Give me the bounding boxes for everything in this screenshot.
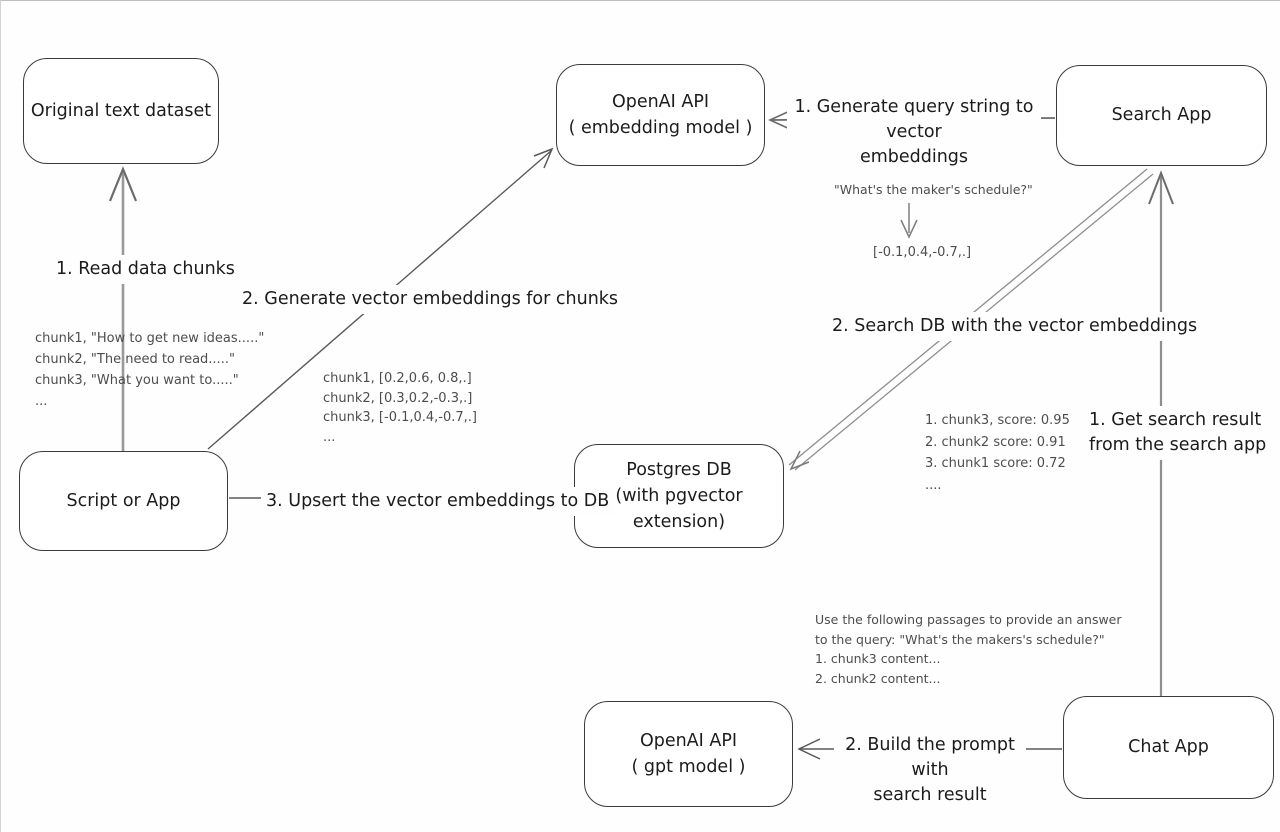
edge-label-get-search-result-line2: from the search app <box>1089 435 1267 455</box>
node-openai-gpt: OpenAI API ( gpt model ) <box>584 701 793 807</box>
edge-label-read-data-chunks: 1. Read data chunks <box>51 255 240 284</box>
node-chat-app-label: Chat App <box>1128 737 1209 758</box>
node-openai-gpt-subtitle: ( gpt model ) <box>631 757 746 777</box>
note-chunk-vectors-line1: chunk1, [0.2,0.6, 0.8,.] <box>323 371 472 386</box>
arrowhead-generate-embeddings <box>533 147 554 169</box>
note-chunk-vectors-line2: chunk2, [0.3,0.2,-0.3,.] <box>323 390 473 406</box>
edge-label-search-db: 2. Search DB with the vector embeddings <box>827 312 1203 341</box>
note-chunk-texts-line2: chunk2, "The need to read....." <box>35 352 235 367</box>
note-search-scores: 1. chunk3, score: 0.95 2. chunk2 score: … <box>925 410 1070 496</box>
arrowhead-search-db <box>789 450 810 471</box>
note-chunk-texts: chunk1, "How to get new ideas....." chun… <box>35 328 264 412</box>
node-chat-app: Chat App <box>1063 696 1274 799</box>
node-openai-embedding-title: OpenAI API <box>611 91 710 112</box>
node-postgres-db-title: Postgres DB <box>626 459 732 480</box>
edge-label-build-prompt-line1: 2. Build the prompt with <box>845 735 1015 780</box>
note-prompt-example-line4: 2. chunk2 content... <box>815 670 941 686</box>
note-prompt-example-line2: to the query: "What's the makers's sched… <box>815 631 1105 647</box>
note-chunk-texts-ellipsis: ... <box>35 394 48 409</box>
note-query-string: "What's the maker's schedule?" <box>834 182 1033 197</box>
arrowhead-query-example-down <box>900 219 918 239</box>
node-postgres-db-subtitle: (with pgvector extension) <box>615 485 743 533</box>
note-search-scores-line2: 2. chunk2 score: 0.91 <box>925 434 1066 450</box>
arrowhead-query-to-vector <box>768 109 793 131</box>
node-openai-gpt-title: OpenAI API <box>639 730 738 751</box>
edge-label-query-to-vector-line1: 1. Generate query string to vector <box>794 97 1034 142</box>
note-prompt-example-line3: 1. chunk3 content... <box>815 651 941 666</box>
edge-label-upsert: 3. Upsert the vector embeddings to DB <box>261 487 615 516</box>
arrowhead-read-chunks <box>108 166 138 202</box>
node-script-or-app: Script or App <box>19 451 228 551</box>
node-search-app: Search App <box>1056 65 1267 166</box>
note-chunk-vectors-line3: chunk3, [-0.1,0.4,-0.7,.] <box>323 410 478 425</box>
node-search-app-label: Search App <box>1111 105 1212 126</box>
node-openai-embedding: OpenAI API ( embedding model ) <box>556 64 765 166</box>
edge-label-get-search-result: 1. Get search result from the search app <box>1084 406 1266 460</box>
note-chunk-vectors: chunk1, [0.2,0.6, 0.8,.] chunk2, [0.3,0.… <box>323 369 477 447</box>
edge-label-query-to-vector: 1. Generate query string to vector embed… <box>787 93 1041 172</box>
note-query-vector: [-0.1,0.4,-0.7,.] <box>873 245 972 260</box>
note-prompt-example: Use the following passages to provide an… <box>815 610 1122 688</box>
arrowhead-build-prompt <box>797 738 821 760</box>
note-chunk-texts-line1: chunk1, "How to get new ideas....." <box>35 331 265 346</box>
edge-label-build-prompt-line2: search result <box>873 785 987 805</box>
node-script-or-app-label: Script or App <box>66 490 181 511</box>
note-search-scores-line3: 3. chunk1 score: 0.72 <box>925 456 1066 471</box>
arrowhead-get-search-result <box>1148 170 1174 205</box>
edge-label-query-to-vector-line2: embeddings <box>859 147 969 167</box>
note-search-scores-line1: 1. chunk3, score: 0.95 <box>925 413 1070 428</box>
note-search-scores-ellipsis: .... <box>925 477 942 493</box>
node-original-text-dataset-label: Original text dataset <box>30 100 212 121</box>
edge-label-build-prompt: 2. Build the prompt with search result <box>834 731 1026 810</box>
note-chunk-vectors-ellipsis: ... <box>323 429 336 445</box>
node-original-text-dataset: Original text dataset <box>23 58 219 164</box>
edge-label-generate-embeddings: 2. Generate vector embeddings for chunks <box>237 285 624 314</box>
edge-label-get-search-result-line1: 1. Get search result <box>1089 410 1262 430</box>
note-chunk-texts-line3: chunk3, "What you want to....." <box>35 373 239 388</box>
node-openai-embedding-subtitle: ( embedding model ) <box>568 118 753 138</box>
note-prompt-example-line1: Use the following passages to provide an… <box>815 612 1122 627</box>
